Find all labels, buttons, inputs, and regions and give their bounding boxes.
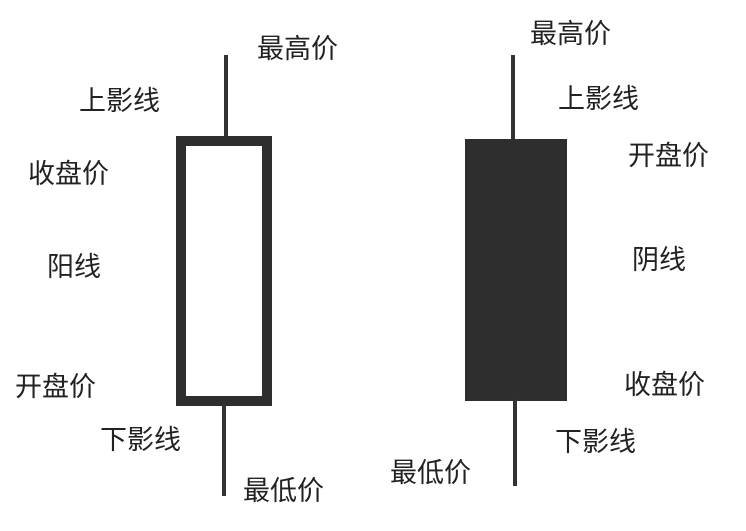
bearish-high-label: 最高价 — [530, 19, 611, 50]
bearish-upper-wick — [511, 55, 515, 141]
bullish-high-label: 最高价 — [257, 34, 338, 65]
bearish-lower-shadow-label: 下影线 — [555, 427, 636, 458]
bullish-candle-body — [176, 136, 272, 406]
bullish-open-label: 开盘价 — [15, 372, 96, 403]
bullish-close-label: 收盘价 — [28, 159, 109, 190]
bullish-upper-wick — [224, 55, 228, 138]
bullish-lower-wick — [222, 404, 226, 496]
bearish-low-label: 最低价 — [390, 458, 471, 489]
bearish-lower-wick — [513, 399, 517, 486]
bullish-body-label: 阳线 — [47, 252, 101, 283]
bearish-body-label: 阴线 — [632, 245, 686, 276]
bullish-upper-shadow-label: 上影线 — [79, 86, 160, 117]
bearish-open-label: 开盘价 — [628, 141, 709, 172]
bearish-candle-body — [465, 139, 567, 401]
bearish-upper-shadow-label: 上影线 — [558, 84, 639, 115]
bullish-low-label: 最低价 — [243, 476, 324, 507]
bearish-close-label: 收盘价 — [624, 370, 705, 401]
bullish-lower-shadow-label: 下影线 — [100, 425, 181, 456]
